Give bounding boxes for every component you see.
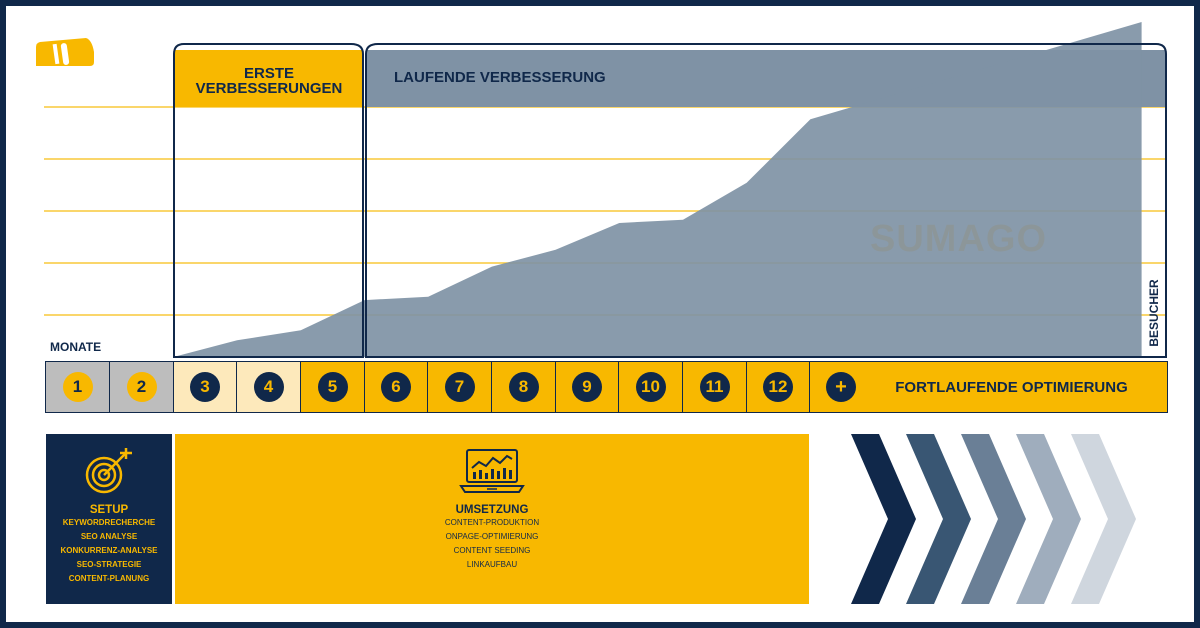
plus-badge: + [826,372,856,402]
month-badge: 4 [253,372,284,402]
month-cell: 12 [747,362,810,412]
phase-ongoing-box [365,43,1167,358]
month-badge: 12 [763,372,793,402]
phase-first-box [173,43,364,358]
setup-title: SETUP [89,504,129,516]
month-badge: 8 [508,372,539,402]
month-final-cell: + FORTLAUFENDE OPTIMIERUNG [810,362,1167,412]
logo-icon [36,38,94,66]
month-cell: 2 [110,362,174,412]
growth-chart [36,22,1167,358]
umsetzung-box: UMSETZUNG CONTENT-PRODUKTION ONPAGE-OPTI… [175,434,809,604]
laptop-chart-icon [459,449,525,493]
month-cell: 9 [556,362,619,412]
phase-first-header [174,50,363,107]
month-badge: 5 [317,372,348,402]
month-cell: 3 [174,362,237,412]
chevron-5 [1071,434,1136,604]
month-cell: 1 [46,362,110,412]
month-cell: 8 [492,362,556,412]
setup-box: SETUP KEYWORDRECHERCHE SEO ANALYSE KONKU… [46,434,172,604]
phase-ongoing-title: LAUFENDE VERBESSERUNG [394,69,606,86]
setup-item: SEO ANALYSE [80,532,138,541]
phase-first-title: ERSTE VERBESSERUNGEN [195,65,343,97]
visitor-area [173,22,1142,357]
umsetzung-item: LINKAUFBAU [466,560,518,569]
setup-item: SEO-STRATEGIE [76,560,142,569]
month-badge: 1 [62,372,93,402]
x-axis-label: MONATE [50,340,102,354]
setup-item: CONTENT-PLANUNG [68,574,150,583]
month-cell: 7 [428,362,492,412]
month-badge: 7 [444,372,475,402]
umsetzung-item: ONPAGE-OPTIMIERUNG [445,532,539,541]
month-cell: 6 [365,362,428,412]
final-label: FORTLAUFENDE OPTIMIERUNG [895,378,1128,396]
chevron-arrows-icon [851,434,1136,604]
month-badge: 11 [699,372,730,402]
chevron-1 [851,434,916,604]
month-badge: 2 [126,372,157,402]
month-cell: 10 [619,362,683,412]
umsetzung-item: CONTENT-PRODUKTION [444,518,540,527]
target-icon [85,448,132,494]
month-badge: 10 [635,372,666,402]
month-bar: 1 2 3 4 5 6 7 8 9 10 11 12 + FORTLAUFEND… [45,361,1168,413]
watermark: SUMAGO [870,218,1047,260]
month-badge: 9 [572,372,602,402]
chevron-3 [961,434,1026,604]
umsetzung-item: CONTENT SEEDING [453,546,531,555]
month-cell: 5 [301,362,365,412]
chevron-4 [1016,434,1081,604]
setup-item: KONKURRENZ-ANALYSE [60,546,158,555]
month-cell: 11 [683,362,747,412]
month-badge: 6 [381,372,411,402]
umsetzung-title: UMSETZUNG [455,504,529,516]
y-axis-label: BESUCHER [1147,279,1161,347]
chevron-2 [906,434,971,604]
month-badge: 3 [190,372,220,402]
month-cell: 4 [237,362,301,412]
setup-item: KEYWORDRECHERCHE [62,518,156,527]
